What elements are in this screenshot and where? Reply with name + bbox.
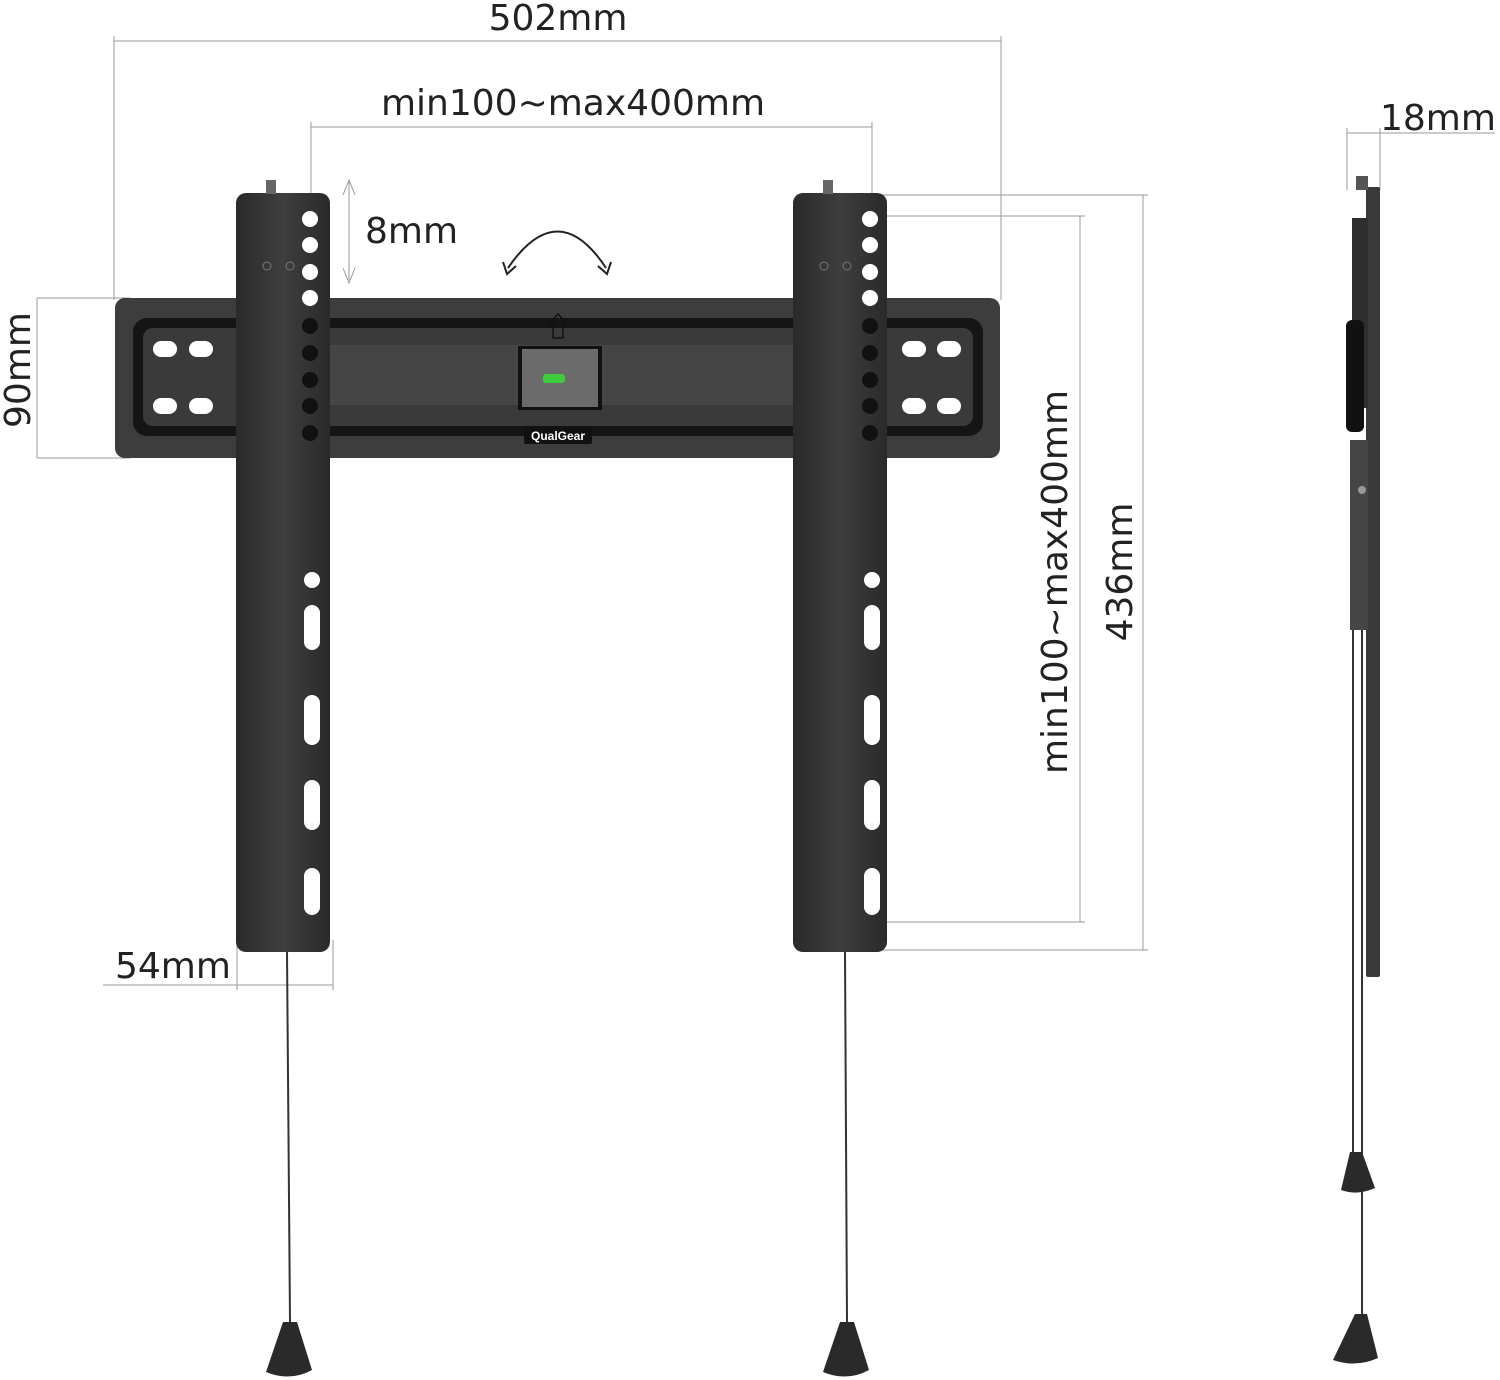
plate-height-label: 90mm: [0, 312, 39, 428]
arm-height-label: 436mm: [1100, 503, 1141, 642]
vertical-vesa-label: min100~max400mm: [1035, 390, 1076, 774]
vertical-arms: [236, 180, 887, 952]
wall-plate: QualGear: [115, 298, 1000, 458]
arm-slot: [864, 868, 880, 915]
arm-hole: [862, 425, 878, 441]
arm-slot: [864, 695, 880, 745]
overall-width-label: 502mm: [489, 0, 628, 39]
horizontal-vesa-label: min100~max400mm: [381, 83, 765, 124]
arm-hole: [302, 318, 318, 334]
safety-strings: [286, 630, 1363, 1323]
arm-hole: [302, 425, 318, 441]
string-weights: [266, 1152, 1378, 1377]
brand-logo: QualGear: [531, 429, 585, 443]
arm-hole: [862, 318, 878, 334]
arm-hole: [862, 398, 878, 414]
bubble-level-icon: [543, 374, 565, 383]
arm-screw: [266, 180, 276, 194]
arm-hole: [862, 211, 878, 227]
arm-slot: [304, 605, 320, 650]
arm-slot: [304, 695, 320, 745]
arm-hole: [864, 572, 880, 588]
arm-slot: [304, 780, 320, 830]
arm-hole: [862, 345, 878, 361]
up-arrow-icon: [546, 312, 570, 339]
arm-hole: [302, 372, 318, 388]
arm-hole: [862, 264, 878, 280]
arm-hole: [302, 398, 318, 414]
arm-hole: [304, 572, 320, 588]
depth-label: 18mm: [1380, 98, 1496, 139]
arm-pin-hole: [842, 261, 852, 271]
arm-hole: [302, 345, 318, 361]
vertical-adjust-label: 8mm: [365, 211, 458, 252]
arm-hole: [302, 290, 318, 306]
arm-pin-hole: [262, 261, 272, 271]
dimension-lines: [36, 36, 1495, 990]
tilt-arrow-icon: [502, 230, 612, 276]
arm-hole: [302, 211, 318, 227]
arm-hole: [862, 237, 878, 253]
side-view: [1346, 176, 1380, 977]
mount-arm: [236, 193, 330, 952]
arm-hole: [302, 237, 318, 253]
arm-width-label: 54mm: [115, 946, 231, 987]
arm-hole: [862, 290, 878, 306]
arm-hole: [302, 264, 318, 280]
arm-pin-hole: [819, 261, 829, 271]
arm-slot: [864, 605, 880, 650]
arm-slot: [304, 868, 320, 915]
arm-hole: [862, 372, 878, 388]
arm-screw: [823, 180, 833, 194]
arm-pin-hole: [285, 261, 295, 271]
arm-slot: [864, 780, 880, 830]
